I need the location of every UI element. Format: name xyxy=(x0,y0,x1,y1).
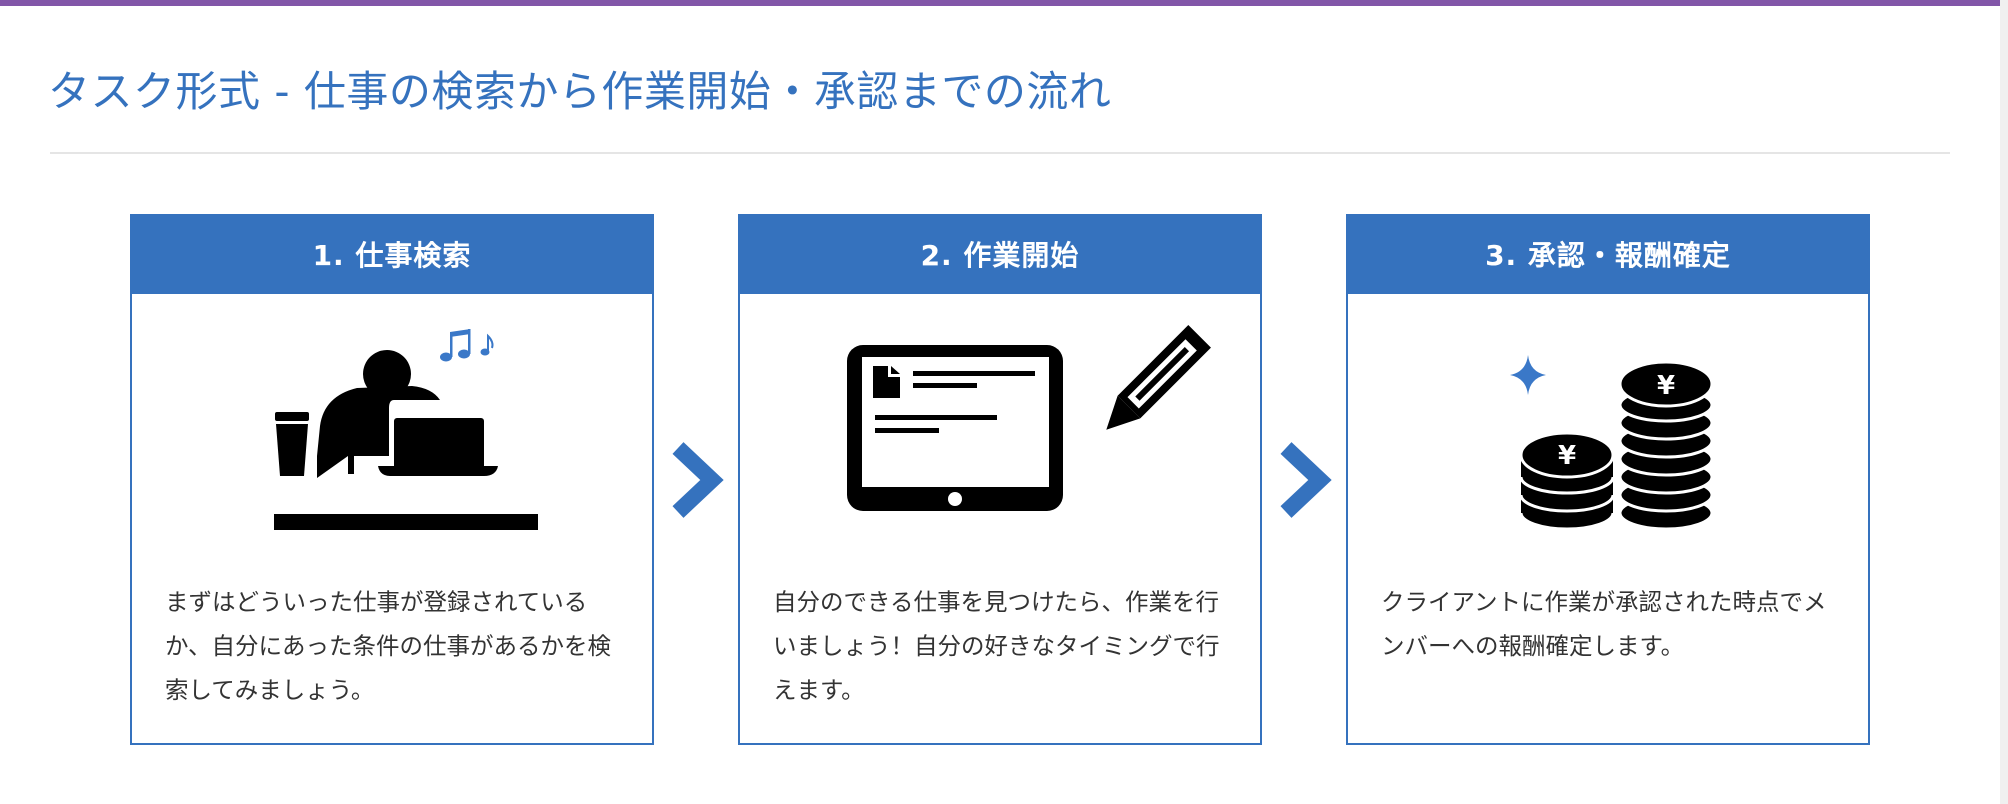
desk-shape xyxy=(274,514,538,530)
person-at-laptop-icon xyxy=(132,312,652,530)
top-accent-bar xyxy=(0,0,2000,6)
step-title: 3. 承認・報酬確定 xyxy=(1346,214,1870,294)
step-description: クライアントに作業が承認された時点でメンバーへの報酬確定します。 xyxy=(1381,588,1827,660)
step-card-approval-payment: 3. 承認・報酬確定 ¥ xyxy=(1346,214,1870,745)
sparkle-icon xyxy=(1510,355,1546,395)
step-description: まずはどういった仕事が登録されているか、自分にあった条件の仕事があるかを検索して… xyxy=(165,588,612,704)
yen-coins-icon: ¥ ¥ xyxy=(1348,312,1868,531)
step-title: 2. 作業開始 xyxy=(738,214,1262,294)
scrollbar-track[interactable] xyxy=(2000,0,2008,804)
step-card-start-work: 2. 作業開始 自分のできる仕事を見つけたら、作業を行 xyxy=(738,214,1262,745)
title-divider xyxy=(50,152,1950,154)
step-title: 1. 仕事検索 xyxy=(130,214,654,294)
monitor-and-pencil-icon xyxy=(740,312,1260,511)
step-card-search: 1. 仕事検索 ま xyxy=(130,214,654,745)
chevron-right-icon xyxy=(670,440,724,520)
chevron-right-icon xyxy=(1278,440,1332,520)
page-title: タスク形式 - 仕事の検索から作業開始・承認までの流れ xyxy=(48,67,1112,116)
step-description: 自分のできる仕事を見つけたら、作業を行いましょう！自分の好きなタイミングで行えま… xyxy=(773,588,1220,704)
svg-text:¥: ¥ xyxy=(1558,441,1576,471)
svg-text:¥: ¥ xyxy=(1657,371,1675,401)
